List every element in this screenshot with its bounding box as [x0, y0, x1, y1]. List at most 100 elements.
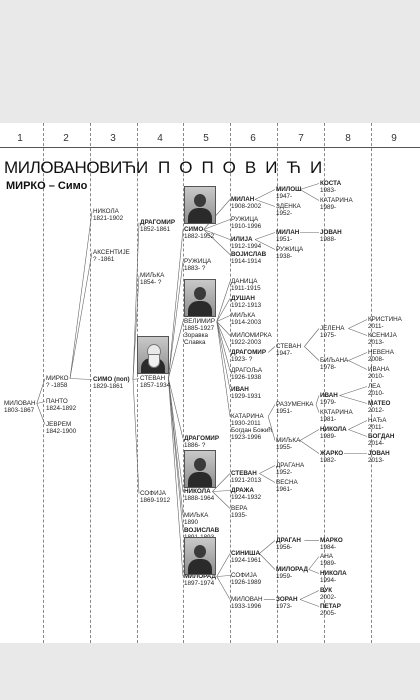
person-name: МИЛОРАД [276, 566, 309, 573]
photo-stevan [137, 336, 169, 374]
person-name: МИЛАН [231, 196, 255, 203]
person-detail: 1852-1861 [140, 226, 171, 233]
person-detail: 2011- [368, 323, 384, 330]
person-detail: 1952- [276, 469, 293, 476]
person-name: КАТАРИНА [320, 409, 353, 416]
photo-simo [184, 186, 216, 224]
person-name: ДРАГОЉА [231, 367, 263, 374]
person-detail: Богдан Божић [231, 427, 272, 434]
column-divider [43, 123, 44, 643]
person-name: ВЕСНА [276, 479, 298, 486]
person-detail: 1869-1912 [140, 497, 171, 504]
person-name: МИЛОВАН [231, 596, 263, 603]
person-name: ВЕРА [231, 505, 248, 512]
person-name: НИКОЛА [320, 570, 347, 577]
person-name: МИЛАН [276, 229, 300, 236]
person-detail: 1984- [320, 544, 337, 551]
person-name: АКСЕНТИЈЕ [93, 249, 130, 256]
person-name: ИЛИЈА [231, 236, 253, 243]
column-divider [277, 123, 278, 643]
person-detail: 1882-1952 [184, 233, 215, 240]
person-name: РУЖИЦА [231, 216, 259, 223]
column-number: 6 [250, 133, 256, 144]
person-name: СОФИЈА [140, 490, 166, 497]
person-name: РУЖИЦА [184, 258, 212, 265]
person-detail: 2010- [368, 390, 385, 397]
person-detail: 1981- [320, 416, 337, 423]
person-name: ВУК [320, 587, 333, 594]
person-name: РАЗУМЕНКА [276, 401, 314, 408]
column-divider [324, 123, 325, 643]
person-detail: 1829-1861 [93, 383, 124, 390]
person-detail: 1955- [276, 444, 293, 451]
person-detail: 1923- ? [231, 356, 253, 363]
person-name: МИЛОВАН [4, 400, 36, 407]
person-detail: 1926-1938 [231, 374, 262, 381]
column-divider [137, 123, 138, 643]
person-detail: 1911-1915 [231, 285, 261, 292]
person-name: МИЉКА [140, 272, 165, 279]
person-name: ВОЈИСЛАВ [231, 251, 267, 258]
person-name: СТЕВАН [140, 375, 166, 382]
person-name: МИРКО [46, 375, 69, 382]
column-divider [90, 123, 91, 643]
person-name: СТЕВАН [231, 470, 257, 477]
person-detail: 2011- [368, 424, 384, 431]
person-detail: 1912-1994 [231, 243, 262, 250]
person-detail: 2013- [368, 457, 385, 464]
person-aksentije: АКСЕНТИЈЕ? -1861 [93, 249, 130, 263]
column-number: 8 [345, 133, 351, 144]
person-name: ДАНИЦА [231, 278, 258, 285]
person-detail: 1910-1996 [231, 223, 262, 230]
column-divider [371, 123, 372, 643]
column-number: 1 [17, 133, 23, 144]
person-detail: 1951- [276, 408, 293, 415]
person-name: ДУШАН [231, 295, 255, 302]
column-divider [230, 123, 231, 643]
person-detail: 1923-1996 [231, 434, 262, 441]
person-name: ИВАНА [368, 366, 390, 373]
person-detail: 1803-1867 [4, 407, 35, 414]
person-name: МИЛОШ [276, 186, 302, 193]
person-detail: 1988- [320, 236, 337, 243]
person-detail: 1888-1964 [184, 495, 215, 502]
person-name: МИЛОМИРКА [231, 332, 272, 339]
person-detail: 1975- [320, 332, 337, 339]
photo-velimir [184, 279, 216, 317]
person-detail: 2002- [320, 594, 337, 601]
person-name: БОГДАН [368, 433, 395, 440]
person-name: ДРАГОМИР [140, 219, 176, 226]
